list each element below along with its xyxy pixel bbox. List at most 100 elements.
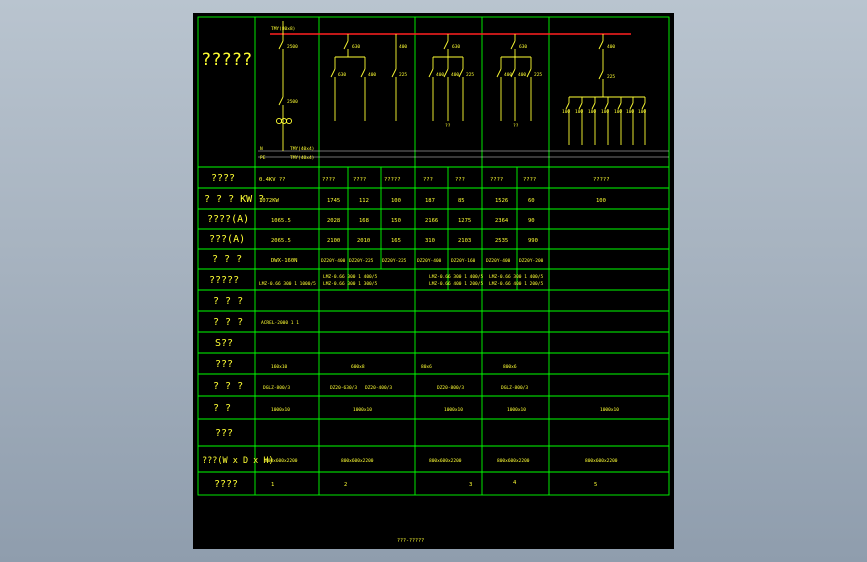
c4-sub3-rating: 225 — [534, 72, 542, 78]
table-cell: 800x600x2200 — [265, 458, 298, 464]
table-cell: 2065.5 — [271, 238, 291, 244]
incoming-top-rating: 2500 — [287, 44, 298, 50]
incoming-bottom-rating: 2500 — [287, 99, 298, 105]
table-cell: ????? — [593, 177, 610, 183]
incoming-switch-top — [278, 40, 284, 50]
c2-right-sub-rating: 225 — [399, 72, 407, 78]
table-cell: 2 — [344, 482, 347, 488]
table-cell: 2166 — [425, 218, 438, 224]
table-cell: 1000x10 — [271, 407, 290, 413]
table-cell: 168 — [359, 218, 369, 224]
table-cell: 600x8 — [351, 364, 365, 370]
table-cell: LMZ-0.66 400 1 200/5 — [429, 281, 483, 287]
table-cell: 150 — [391, 218, 401, 224]
table-cell: ???? — [490, 177, 503, 183]
table-cell: 800x600x2200 — [429, 458, 462, 464]
table-cell: 2028 — [327, 218, 340, 224]
c2-sub-left-rating: 630 — [338, 72, 346, 78]
feeder-column-3: 630 400 400 225 ?? — [428, 34, 474, 129]
table-cell: 2100 — [327, 238, 340, 244]
table-cell: LMZ-0.66 300 1 1000/5 — [259, 281, 316, 287]
c4-note: ?? — [513, 123, 519, 129]
table-cell: DZ20Y-400 — [321, 258, 346, 264]
table-cell: 5 — [594, 482, 597, 488]
table-cell: 2103 — [458, 238, 471, 244]
table-cell: DWX-160N — [271, 258, 298, 264]
feeder-column-4: 630 400 400 225 ?? — [496, 34, 542, 129]
c4-main-rating: 630 — [519, 44, 527, 50]
table-cell: 112 — [359, 198, 369, 204]
row-label: S?? — [215, 338, 233, 349]
feeder-column-2: 630 630 400 400 225 — [330, 34, 407, 121]
table-cell: ????? — [384, 177, 401, 183]
c5-out-1-rating: 100 — [562, 109, 570, 115]
table-cell: 1000x10 — [444, 407, 463, 413]
table-cell: 310 — [425, 238, 435, 244]
c3-main-rating: 630 — [452, 44, 460, 50]
table-cell: 1072KW — [259, 198, 280, 204]
table-cell: 0.4KV ?? — [259, 177, 286, 183]
table-cell: DZ20Y-200 — [519, 258, 544, 264]
row-label: ???(A) — [209, 234, 245, 245]
row-labels: ???? ? ? ? KW ? ????(A) ???(A) ? ? ? ???… — [202, 173, 274, 490]
pe-busbar-label: PE — [260, 155, 266, 161]
c2-main-rating: 630 — [352, 44, 360, 50]
table-cell: ACREL-2000 1 1 — [261, 320, 299, 326]
current-transformer-icon — [275, 117, 283, 125]
table-cell: LMZ-0.66 300 1 300/5 — [323, 281, 377, 287]
c2-sub-mid-rating: 400 — [368, 72, 376, 78]
row-label: ???? — [211, 173, 235, 184]
row-label: ? ? ? — [213, 317, 243, 328]
c5-main-rating: 400 — [607, 44, 615, 50]
table-cell: 4 — [513, 480, 517, 486]
table-cell: 800x600x2200 — [585, 458, 618, 464]
c3-note: ?? — [445, 123, 451, 129]
table-cell: 165 — [391, 238, 401, 244]
table-cell: LMZ-0.66 300 1 400/5 — [489, 274, 543, 280]
table-cell: LMZ-0.66 300 1 400/5 — [429, 274, 483, 280]
c5-out-6-rating: 100 — [626, 109, 634, 115]
table-cell: DZ20Y-400 — [486, 258, 511, 264]
table-cell: 1275 — [458, 218, 471, 224]
table-cell: 187 — [425, 198, 435, 204]
table-cell: 800x600x2200 — [497, 458, 530, 464]
c5-out-2-rating: 100 — [575, 109, 583, 115]
c3-sub2-rating: 400 — [451, 72, 459, 78]
table-cell: 3 — [469, 482, 472, 488]
incoming-switch-bottom — [278, 96, 284, 106]
c3-sub3-rating: 225 — [466, 72, 474, 78]
c5-out-4-rating: 100 — [601, 109, 609, 115]
panel-schematic: TMY(80x8) N PE TMY(40x4) TMY(40x4) 2500 … — [197, 16, 670, 544]
table-cell: 90 — [528, 218, 535, 224]
table-cell: 100 — [391, 198, 401, 204]
table-cell: 2364 — [495, 218, 509, 224]
c5-sub-rating: 225 — [607, 74, 615, 80]
table-cell: 100 — [596, 198, 606, 204]
row-label: ????? — [209, 275, 239, 286]
table-cell: DZ20-800/3 — [437, 385, 464, 391]
row-label: ??? — [215, 359, 233, 370]
table-cell: 1000x10 — [600, 407, 619, 413]
incoming-feeder: 2500 2500 — [275, 21, 298, 151]
n-busbar-label: N — [260, 146, 263, 152]
table-cell: 2010 — [357, 238, 370, 244]
table-cell: 1065.5 — [271, 218, 291, 224]
c4-sub2-rating: 400 — [518, 72, 526, 78]
pe-busbar-spec: TMY(40x4) — [290, 155, 314, 161]
table-cell: DZ20Y-225 — [349, 258, 374, 264]
table-cell: DZ20Y-400 — [417, 258, 442, 264]
table-cell: 1000x10 — [507, 407, 526, 413]
table-cell: 990 — [528, 238, 538, 244]
table-cells: 0.4KV ?? ???? ???? ????? ??? ??? ???? ??… — [259, 177, 619, 488]
c5-out-3-rating: 100 — [588, 109, 596, 115]
table-grid — [197, 16, 670, 496]
table-cell: 1745 — [327, 198, 340, 204]
drawing-sheet: TMY(80x8) N PE TMY(40x4) TMY(40x4) 2500 … — [193, 13, 674, 549]
c3-sub1-rating: 400 — [436, 72, 444, 78]
table-cell: DZ20Y-160 — [451, 258, 476, 264]
row-label: ???? — [214, 479, 238, 490]
feeder-column-5: 400 225 100 100 100 100 100 100 100 — [562, 34, 646, 145]
row-label: ? ? — [213, 403, 231, 414]
n-busbar-spec: TMY(40x4) — [290, 146, 314, 152]
table-cell: ???? — [353, 177, 366, 183]
